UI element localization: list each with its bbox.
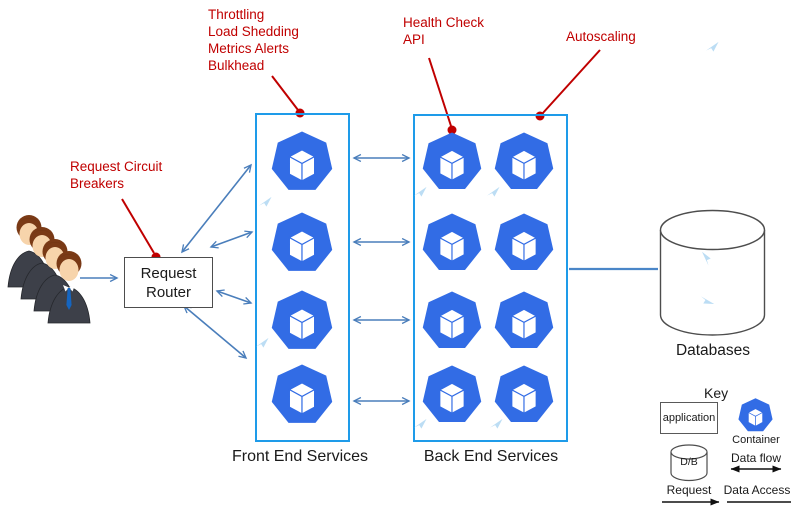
request-router-label: Request (140, 264, 197, 282)
front-end-services-label: Front End Services (231, 448, 369, 465)
container-icon (494, 365, 554, 425)
key-application-box: application (660, 402, 718, 434)
plane-artifact-icon (487, 185, 500, 198)
key-data-access-label: Data Access (723, 483, 791, 497)
annotation-line: Request Circuit (70, 159, 163, 174)
key-data-flow-label: Data flow (730, 451, 782, 465)
front-end-services-box (255, 113, 350, 442)
container-icon (271, 131, 333, 193)
annotation-line: Health Check (403, 15, 485, 30)
users-icon (7, 214, 91, 324)
annotation-circuit-breakers: Request Circuit Breakers (70, 158, 162, 192)
key-container-label: Container (732, 434, 780, 446)
annotation-line: Throttling (208, 7, 265, 22)
annotation-autoscaling: Autoscaling (566, 28, 636, 45)
database-cylinder-icon (659, 209, 766, 336)
container-icon (494, 213, 554, 273)
container-icon (271, 212, 333, 274)
plane-artifact-icon (490, 417, 503, 430)
databases-label: Databases (675, 342, 751, 359)
tie-detail (63, 285, 75, 310)
plane-artifact-icon (259, 195, 272, 208)
container-icon (422, 365, 482, 425)
annotation-health-check: Health Check API (403, 14, 484, 48)
plane-artifact-icon (256, 336, 269, 349)
annotation-line: Metrics Alerts (208, 41, 290, 56)
container-icon (494, 291, 554, 351)
back-end-services-label: Back End Services (423, 448, 559, 465)
annotation-line: API (403, 32, 425, 47)
container-icon (494, 132, 554, 192)
container-icon (271, 364, 333, 426)
container-icon (738, 398, 773, 433)
request-router-label: Router (145, 283, 192, 301)
plane-artifact-icon (414, 185, 427, 198)
annotation-line: Breakers (70, 176, 125, 191)
request-router-box: Request Router (124, 257, 213, 308)
annotation-line: Bulkhead (208, 58, 265, 73)
key-request-label: Request (666, 483, 712, 497)
annotation-line: Autoscaling (566, 29, 636, 44)
container-icon (271, 290, 333, 352)
container-icon (422, 291, 482, 351)
back-end-services-box (413, 114, 568, 442)
container-icon (422, 132, 482, 192)
annotation-line: Load Shedding (208, 24, 299, 39)
key-title: Key (704, 385, 729, 401)
plane-artifact-icon (706, 40, 719, 53)
container-icon (422, 213, 482, 273)
key-db-label: D/B (680, 456, 698, 468)
key-application-label: application (662, 412, 716, 424)
key-db-cylinder-icon (670, 444, 708, 482)
plane-artifact-icon (414, 417, 427, 430)
annotation-throttling: Throttling Load Shedding Metrics Alerts … (208, 6, 299, 74)
plane-artifact-icon (698, 251, 713, 266)
